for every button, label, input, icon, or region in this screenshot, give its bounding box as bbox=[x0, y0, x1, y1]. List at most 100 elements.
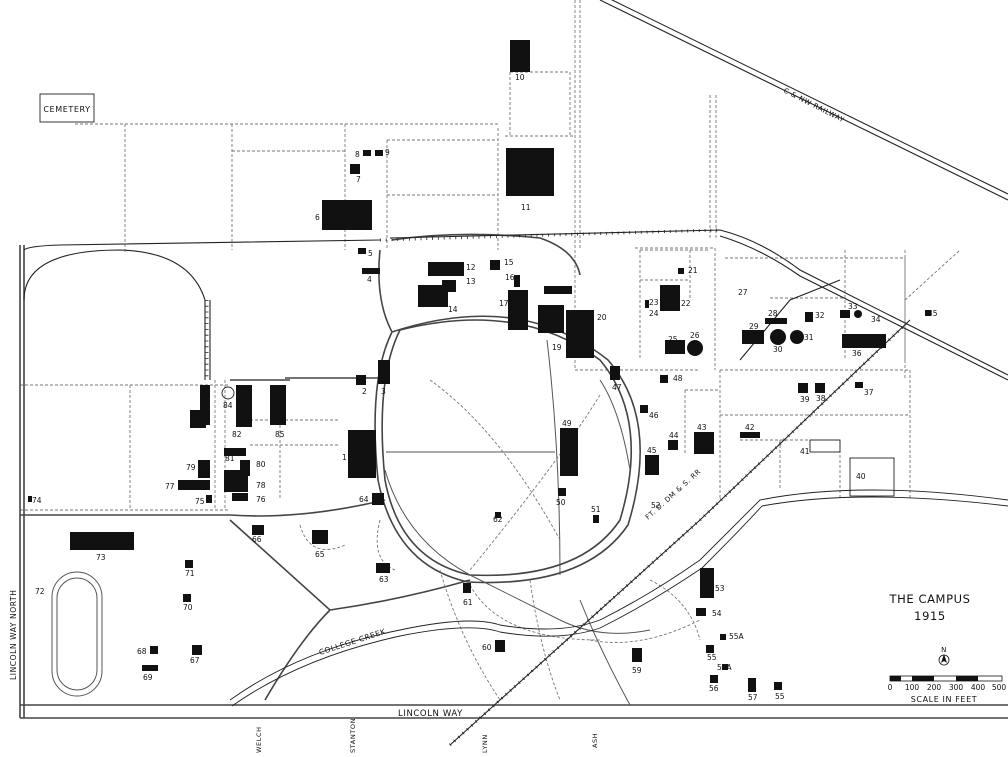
building-6 bbox=[322, 200, 372, 230]
building-25 bbox=[665, 340, 685, 354]
label-48: 48 bbox=[673, 374, 683, 383]
railway-cnw-label: C & NW RAILWAY bbox=[782, 87, 846, 125]
label-34: 34 bbox=[871, 315, 881, 324]
label-19: 19 bbox=[552, 343, 562, 352]
building-84 bbox=[221, 386, 235, 400]
label-49: 49 bbox=[562, 419, 572, 428]
building-85 bbox=[270, 385, 286, 425]
building-34 bbox=[854, 310, 862, 318]
scale-tick-100: 100 bbox=[905, 683, 920, 692]
building-55A bbox=[720, 634, 726, 640]
building-20 bbox=[578, 310, 594, 322]
label-65: 65 bbox=[315, 550, 325, 559]
building-10 bbox=[510, 40, 530, 72]
label-24: 24 bbox=[649, 309, 659, 318]
building-17 bbox=[508, 290, 528, 330]
label-28: 28 bbox=[768, 309, 778, 318]
building-1 bbox=[348, 430, 376, 478]
label-37: 37 bbox=[864, 388, 874, 397]
building-73 bbox=[70, 532, 134, 550]
label-3: 3 bbox=[381, 387, 386, 396]
building-18 bbox=[538, 305, 564, 333]
scale-bar: 0 100 200 300 400 500 SCALE IN FEET bbox=[888, 675, 1006, 704]
label-54: 54 bbox=[712, 609, 722, 618]
label-7: 7 bbox=[356, 175, 361, 184]
label-15: 15 bbox=[504, 258, 514, 267]
building-42 bbox=[740, 432, 760, 438]
building-40 bbox=[849, 457, 895, 497]
label-41: 41 bbox=[800, 447, 810, 456]
street-ash: ASH bbox=[591, 733, 599, 748]
street-stanton: STANTON bbox=[349, 718, 357, 753]
building-45 bbox=[645, 455, 659, 475]
building-26 bbox=[687, 340, 703, 356]
building-9 bbox=[375, 150, 383, 156]
label-21: 21 bbox=[688, 266, 698, 275]
building-83 bbox=[200, 385, 210, 425]
building-38 bbox=[815, 383, 825, 393]
label-83: 83 bbox=[191, 410, 201, 419]
building-56 bbox=[710, 675, 718, 683]
building-53 bbox=[700, 568, 714, 598]
map-title: THE CAMPUS bbox=[888, 592, 970, 606]
building-51 bbox=[593, 515, 599, 523]
label-80: 80 bbox=[256, 460, 266, 469]
college-creek bbox=[229, 489, 1008, 707]
label-85: 85 bbox=[275, 430, 285, 439]
building-22 bbox=[660, 285, 680, 311]
label-36: 36 bbox=[852, 349, 862, 358]
building-48 bbox=[660, 375, 668, 383]
label-52: 52 bbox=[651, 501, 661, 510]
track-oval bbox=[51, 571, 103, 697]
roads bbox=[19, 233, 1008, 719]
building-69 bbox=[142, 665, 158, 671]
label-23: 23 bbox=[649, 298, 659, 307]
building-18b bbox=[544, 286, 572, 294]
label-59: 59 bbox=[632, 666, 642, 675]
building-80 bbox=[240, 460, 250, 476]
building-77 bbox=[178, 480, 210, 490]
label-47: 47 bbox=[612, 383, 622, 392]
street-welch: WELCH bbox=[255, 726, 263, 753]
building-50 bbox=[558, 488, 566, 496]
label-68: 68 bbox=[137, 647, 147, 656]
label-63: 63 bbox=[379, 575, 389, 584]
label-42: 42 bbox=[745, 423, 755, 432]
label-11: 11 bbox=[521, 203, 531, 212]
building-70 bbox=[183, 594, 191, 602]
label-53: 53 bbox=[715, 584, 725, 593]
building-35 bbox=[925, 310, 931, 316]
label-43: 43 bbox=[697, 423, 707, 432]
label-33: 33 bbox=[848, 302, 858, 311]
label-76: 76 bbox=[256, 495, 266, 504]
label-73: 73 bbox=[96, 553, 106, 562]
label-2: 2 bbox=[362, 387, 367, 396]
label-66: 66 bbox=[252, 535, 262, 544]
building-75 bbox=[206, 495, 212, 503]
railroads bbox=[23, 0, 1008, 747]
building-81 bbox=[224, 448, 246, 456]
label-55: 55 bbox=[707, 653, 717, 662]
boundary-lines bbox=[20, 0, 961, 511]
building-47 bbox=[610, 366, 620, 380]
label-38: 38 bbox=[816, 394, 826, 403]
label-10: 10 bbox=[515, 73, 525, 82]
label-78: 78 bbox=[256, 481, 266, 490]
label-75: 75 bbox=[195, 497, 205, 506]
label-72: 72 bbox=[35, 587, 45, 596]
building-67 bbox=[192, 645, 202, 655]
building-12 bbox=[428, 262, 464, 276]
label-9: 9 bbox=[385, 148, 390, 157]
building-21 bbox=[678, 268, 684, 274]
label-50: 50 bbox=[556, 498, 566, 507]
label-64: 64 bbox=[359, 495, 369, 504]
label-18: 18 bbox=[552, 313, 562, 322]
label-56A: 56A bbox=[717, 663, 733, 672]
building-8 bbox=[363, 150, 371, 156]
label-25: 25 bbox=[668, 335, 678, 344]
label-5: 5 bbox=[368, 249, 373, 258]
building-15 bbox=[490, 260, 500, 270]
label-60: 60 bbox=[482, 643, 492, 652]
label-26: 26 bbox=[690, 331, 700, 340]
